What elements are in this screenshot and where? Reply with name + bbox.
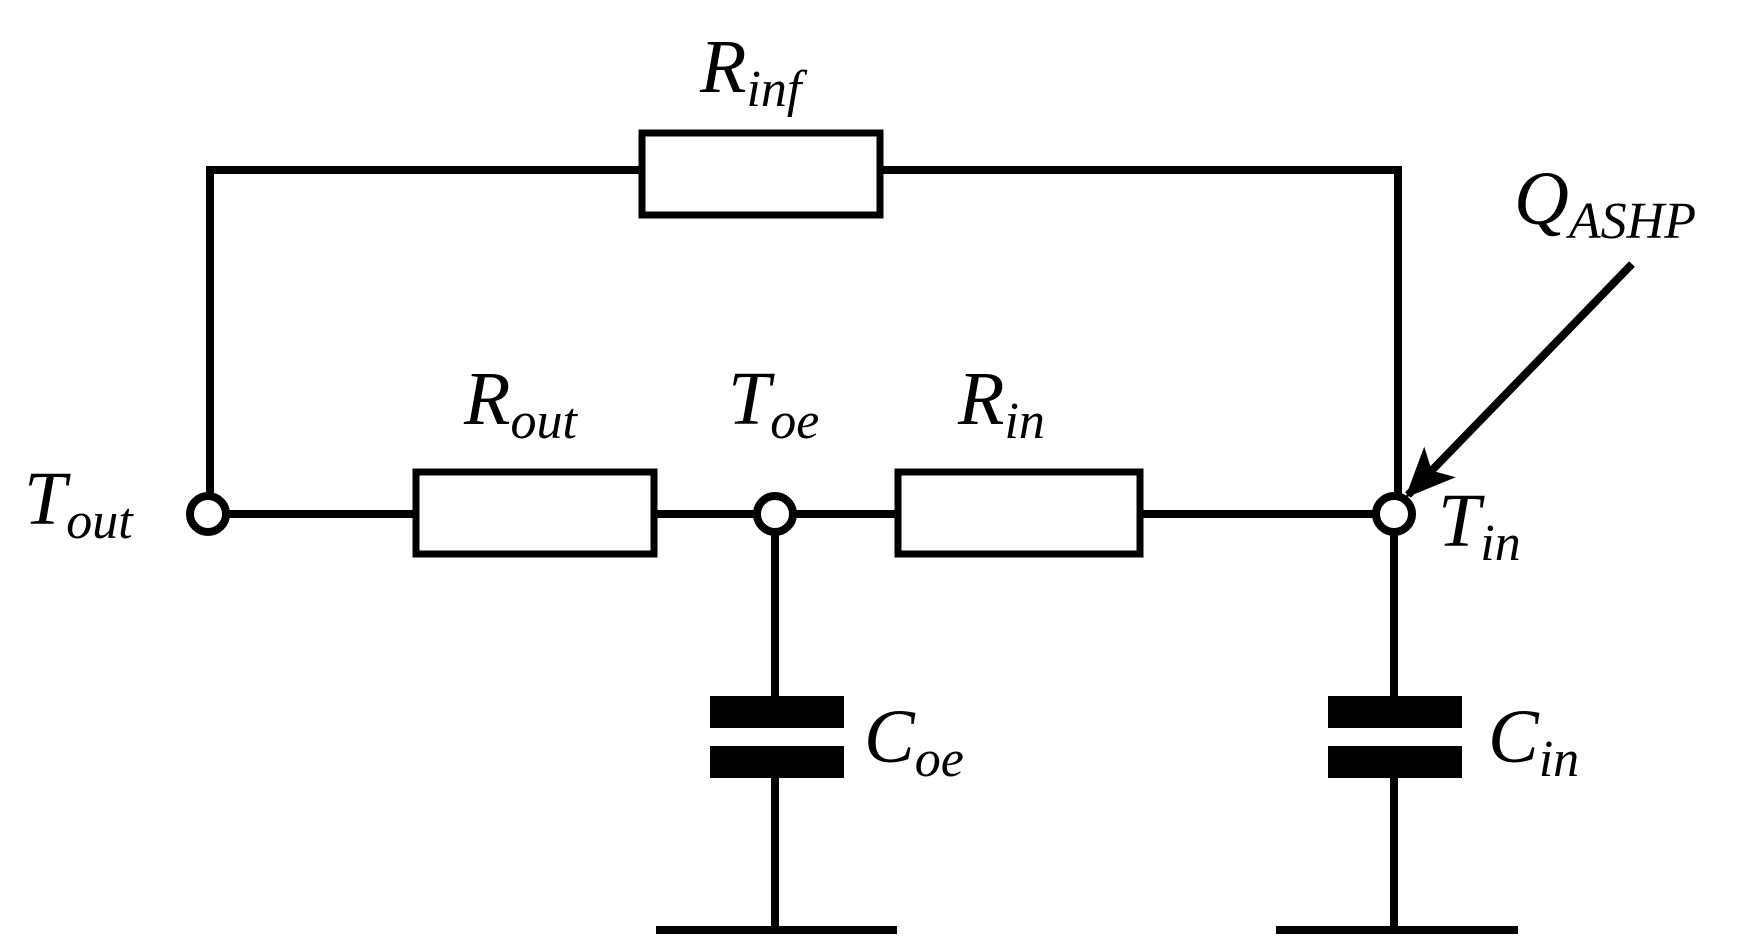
label-t-oe: Toe: [728, 357, 819, 450]
resistor-r-inf: [638, 129, 884, 219]
resistor-r-in: [894, 468, 1144, 558]
node-t-in: [1372, 492, 1416, 536]
label-r-in: Rin: [957, 357, 1045, 450]
capacitor-c-oe-plate-top: [710, 696, 844, 728]
label-q-ashp: QASHP: [1514, 157, 1696, 250]
label-r-out: Rout: [463, 357, 578, 450]
node-t-out: [186, 492, 230, 536]
resistor-r-out: [412, 468, 658, 558]
q-ashp-arrow: [1405, 261, 1635, 498]
top-loop-wire: [206, 166, 1402, 512]
label-c-in: Cin: [1488, 695, 1579, 788]
node-t-oe: [753, 492, 797, 536]
label-t-in: Tin: [1438, 479, 1521, 572]
label-t-out: Tout: [24, 457, 134, 550]
label-c-oe: Coe: [864, 695, 964, 788]
label-r-inf: Rinf: [699, 25, 808, 118]
capacitor-c-in-plate-top: [1328, 696, 1462, 728]
